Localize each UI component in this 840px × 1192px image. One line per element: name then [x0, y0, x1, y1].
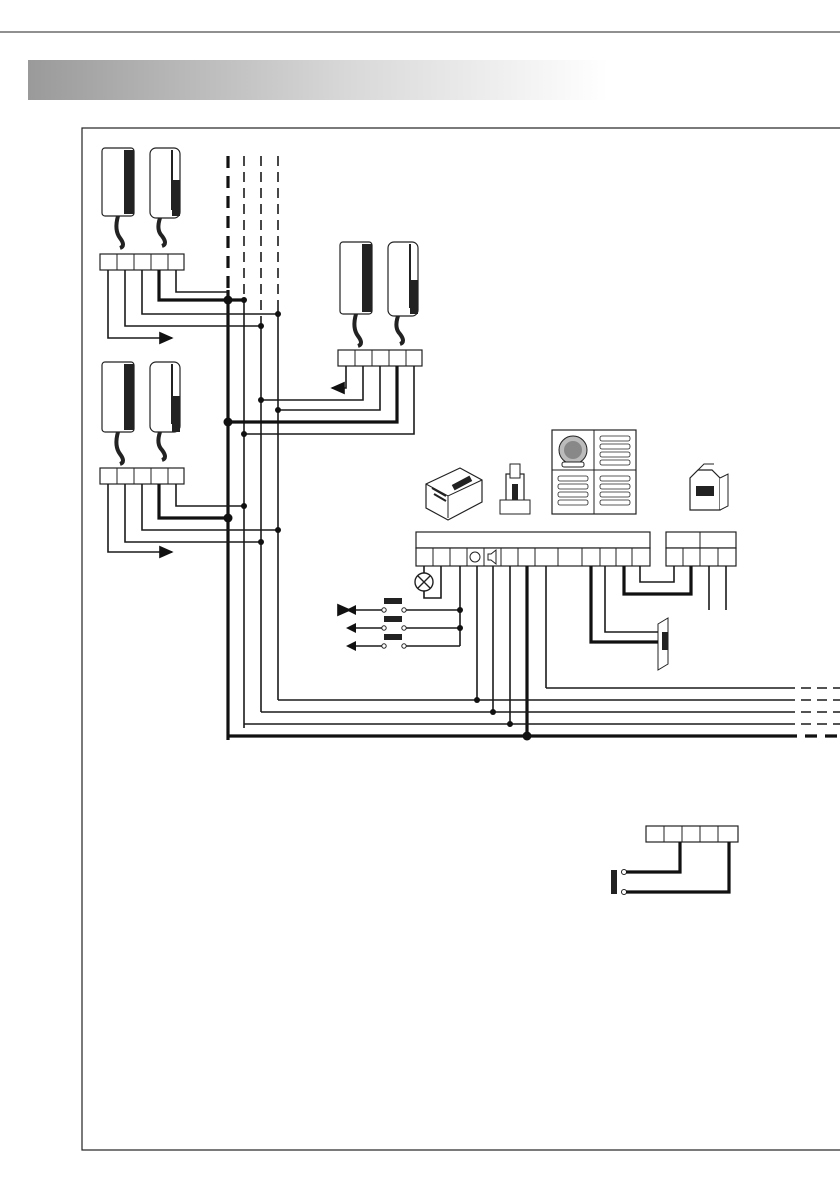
power-supply-module: [426, 468, 482, 520]
handset-pair-bottom: [338, 242, 422, 366]
lamp-icon: [415, 566, 441, 598]
horizontal-bus: [228, 688, 840, 741]
doorbell-button-icon: [611, 870, 617, 894]
riser-lines: [228, 290, 278, 740]
diagram-frame: [82, 128, 840, 1150]
handset-icon: [340, 242, 372, 346]
handset-icon: [388, 242, 418, 344]
door-lock-actuator: [500, 464, 530, 514]
pushbutton-icon: [350, 598, 460, 612]
terminal-block: [100, 468, 184, 484]
handset-pair-top: [100, 148, 184, 270]
handset-icon: [102, 362, 134, 464]
pushbutton-icon: [350, 616, 460, 630]
right-handset-wiring: [224, 366, 415, 437]
terminal-block: [338, 350, 422, 366]
header-bar: [28, 60, 608, 100]
handset-icon: [150, 148, 180, 246]
riser-dashes: [228, 156, 278, 316]
pushbuttons: [346, 566, 463, 651]
middle-handset-wiring: [108, 484, 281, 552]
din-power-supply: [690, 464, 728, 510]
handset-icon: [102, 148, 134, 248]
doorbell-detail: [611, 826, 738, 895]
handset-pair-middle: [100, 362, 184, 484]
top-handset-wiring: [108, 270, 281, 338]
terminal-block: [100, 254, 184, 270]
power-terminal-strip: [666, 532, 736, 566]
strip-bus-wiring: [477, 566, 546, 736]
handset-icon: [150, 362, 180, 460]
power-links: [624, 566, 726, 610]
entrance-panel: [552, 430, 636, 514]
control-terminal-strip: [416, 532, 650, 566]
pushbutton-icon: [350, 634, 460, 648]
microphone-icon: [470, 552, 480, 562]
